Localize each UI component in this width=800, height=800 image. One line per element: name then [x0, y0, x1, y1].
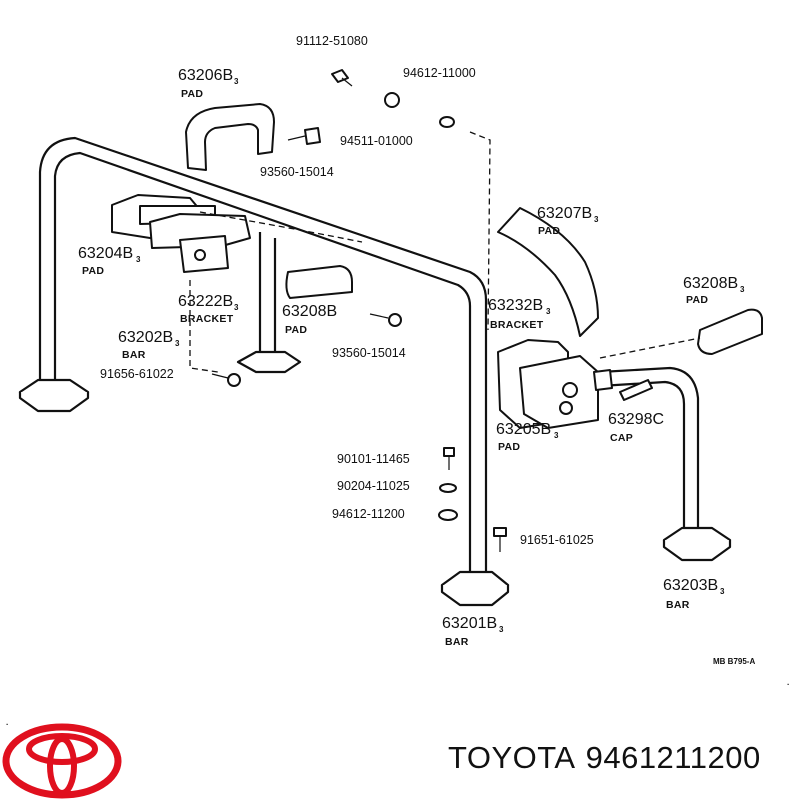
callout-63208b-center-desc: PAD — [285, 324, 307, 336]
callout-90101-11465: 90101-11465 — [337, 452, 410, 466]
drawing-code: MB B795-A — [713, 657, 755, 666]
callout-63222b: 63222B — [178, 293, 233, 310]
callout-63298c-desc: CAP — [610, 432, 633, 444]
callout-63202b-desc: BAR — [122, 349, 146, 361]
pad-63208b-center — [285, 265, 353, 299]
callout-91651-61025: 91651-61025 — [520, 533, 594, 547]
fastener-91656-61022 — [211, 373, 241, 387]
callout-63202b: 63202B — [118, 329, 173, 346]
callout-63232b: 63232B — [488, 297, 543, 314]
callout-subscript: 3 — [136, 255, 141, 264]
callout-94612-11200: 94612-11200 — [332, 507, 405, 521]
fastener-93560-15014-top — [287, 127, 321, 145]
callout-63201b-desc: BAR — [445, 636, 469, 648]
callout-subscript: 3 — [234, 303, 239, 312]
callout-subscript: 3 — [175, 339, 180, 348]
callout-93560-15014-mid: 93560-15014 — [332, 346, 406, 360]
left-roll-bar — [18, 136, 510, 607]
callout-91656-61022: 91656-61022 — [100, 367, 174, 381]
callout-63207b-desc: PAD — [538, 225, 560, 237]
assembly-line-4 — [599, 337, 701, 359]
callout-63208b-right: 63208B — [683, 275, 738, 292]
callout-63205b: 63205B — [496, 421, 551, 438]
callout-63232b-desc: BRACKET — [490, 319, 544, 331]
right-roll-bar — [599, 366, 732, 562]
callout-63207b: 63207B — [537, 205, 592, 222]
callout-subscript: 3 — [594, 215, 599, 224]
callout-63222b-desc: BRACKET — [180, 313, 234, 325]
fastener-91651-61025 — [493, 527, 507, 552]
callout-63205b-desc: PAD — [498, 441, 520, 453]
callout-91112-51080: 91112-51080 — [296, 34, 368, 48]
callout-subscript: 3 — [546, 307, 551, 316]
fastener-93560-15014-mid — [369, 313, 402, 327]
callout-subscript: 3 — [234, 77, 239, 86]
cap-63298c — [619, 379, 653, 401]
fastener-91112-51080 — [331, 69, 353, 87]
pad-63207b — [497, 207, 599, 337]
callout-63203b: 63203B — [663, 577, 718, 594]
bracket-63222b — [111, 194, 251, 273]
callout-63203b-desc: BAR — [666, 599, 690, 611]
fastener-94612-11200 — [438, 509, 458, 521]
callout-63201b: 63201B — [442, 615, 497, 632]
toyota-logo — [2, 723, 122, 799]
corner-mark: · — [787, 680, 790, 689]
callout-63298c: 63298C — [608, 411, 664, 428]
pad-63208b-right — [697, 308, 763, 355]
callout-94612-11000: 94612-11000 — [403, 66, 476, 80]
callout-63206b: 63206B — [178, 67, 233, 84]
callout-94511-01000: 94511-01000 — [340, 134, 413, 148]
callout-93560-15014-top: 93560-15014 — [260, 165, 334, 179]
pad-63206b — [185, 103, 275, 171]
assembly-line-1 — [469, 131, 491, 331]
callout-90204-11025: 90204-11025 — [337, 479, 410, 493]
callout-subscript: 3 — [740, 285, 745, 294]
assembly-line-2 — [199, 211, 363, 243]
bracket-63232b — [497, 339, 613, 429]
callout-63206b-desc: PAD — [181, 88, 203, 100]
fastener-94511-01000 — [384, 92, 400, 108]
callout-subscript: 3 — [499, 625, 504, 634]
callout-subscript: 3 — [554, 431, 559, 440]
callout-63208b-right-desc: PAD — [686, 294, 708, 306]
callout-63208b-center: 63208B — [282, 303, 337, 320]
fastener-90101-11465 — [443, 447, 455, 470]
brand-name: TOYOTA — [448, 740, 576, 775]
fastener-90204-11025 — [439, 483, 457, 493]
footer-caption: TOYOTA 9461211200 — [448, 740, 788, 776]
footer-part-number: 9461211200 — [585, 740, 761, 775]
callout-subscript: 3 — [720, 587, 725, 596]
callout-63204b-desc: PAD — [82, 265, 104, 277]
callout-63204b: 63204B — [78, 245, 133, 262]
corner-mark: · — [6, 720, 9, 729]
fastener-94612-11000 — [439, 116, 455, 128]
